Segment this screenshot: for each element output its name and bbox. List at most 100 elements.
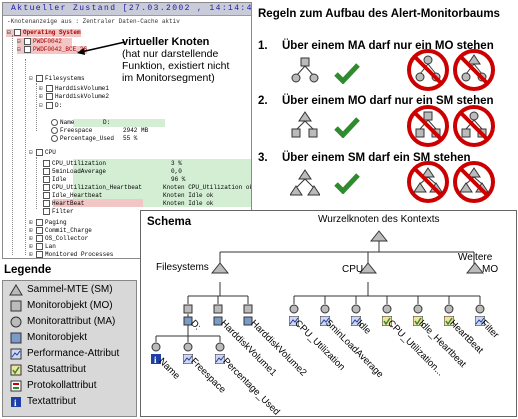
tree-row[interactable]: ⊟Operating System <box>7 29 81 37</box>
tree-row[interactable]: ⊞Monitored Processes <box>29 251 114 259</box>
monitorobject-icon <box>243 316 253 326</box>
mo-square-icon <box>243 304 253 314</box>
tree-row[interactable]: ⊞Paging <box>29 219 67 227</box>
tree-row-value: Knoten CPU_Utilization ok <box>163 184 252 191</box>
protocol-attribute-icon <box>10 380 22 392</box>
circle-icon <box>10 316 22 328</box>
monitorobject-icon <box>183 316 193 326</box>
tree-row-label: Idle_Heartbeat <box>52 192 103 200</box>
legend-label: Monitorobjekt <box>27 332 88 343</box>
legend-label: Protokollattribut <box>27 380 97 391</box>
prohibited-sm-over-sm-icon <box>407 161 449 203</box>
tree-row[interactable]: Name <box>51 119 74 127</box>
callout-line: (hat nur darstellende <box>122 48 219 60</box>
tree-line <box>36 157 37 209</box>
schema-cpu-label: CPU <box>342 264 364 275</box>
tree-row-label: D: <box>55 102 63 110</box>
tree-row[interactable]: ⊞Commit_Charge <box>29 227 92 235</box>
tree-header-bar: Aktueller Zustand [27.03.2002 , 14:14:49… <box>3 3 251 16</box>
tree-row-label: Idle <box>52 176 67 184</box>
schema-root-label: Wurzelknoten des Kontexts <box>318 214 440 225</box>
ma-circle-icon <box>215 342 225 352</box>
tree-row-label: Operating System <box>23 29 81 37</box>
tree-row[interactable]: Idle_Heartbeat <box>43 192 102 200</box>
node-icon <box>36 227 43 234</box>
highlight-operating-system <box>6 29 81 37</box>
rule-number: 3. <box>258 152 268 164</box>
tree-row-value: 3 % <box>171 160 182 167</box>
tree-row[interactable]: ⊞HarddiskVolume2 <box>39 93 110 101</box>
tree-row[interactable]: ⊟CPU <box>29 149 56 157</box>
highlight-detail-values <box>73 119 165 127</box>
node-icon <box>43 168 50 175</box>
triangle-icon <box>9 284 23 296</box>
tree-row[interactable]: Freespace <box>51 127 92 135</box>
tree-row-label: HarddiskVolume2 <box>55 93 110 101</box>
monitorobject-icon <box>10 332 22 344</box>
tree-row[interactable]: ⊟Filesystems <box>29 75 85 83</box>
legend-label: Textattribut <box>27 396 76 407</box>
rule-text: Über einem MO darf nur ein SM stehen <box>282 95 494 107</box>
performance-attribute-icon <box>10 348 22 360</box>
legend-label: Statusattribut <box>27 364 86 375</box>
legend-title: Legende <box>4 264 52 276</box>
tree-row[interactable]: Filter <box>43 208 74 216</box>
node-icon <box>36 149 43 156</box>
ma-circle-icon <box>413 304 423 314</box>
tree-row-value: Knoten Idle ok <box>163 192 214 199</box>
sm-over-mo-icon <box>291 111 318 138</box>
rule-number: 1. <box>258 40 268 52</box>
weitere-sm-triangle-icon <box>466 262 484 274</box>
node-icon <box>36 219 43 226</box>
node-icon <box>46 102 53 109</box>
tree-row[interactable]: ⊟PWDF0042_BCE_26 <box>17 46 88 54</box>
tree-row[interactable]: CPU_Utilization <box>43 160 106 168</box>
performance-attribute-icon <box>215 354 225 364</box>
node-icon <box>43 184 50 191</box>
check-icon <box>334 173 360 194</box>
attribute-icon <box>51 119 58 126</box>
tree-row[interactable]: 5minLoadAverage <box>43 168 106 176</box>
text-attribute-icon: i <box>11 397 21 408</box>
rule-number: 2. <box>258 95 268 107</box>
tree-row-value: 2942 MB <box>123 127 149 134</box>
tree-row-label: Freespace <box>60 127 93 135</box>
tree-row-label: Percentage_Used <box>60 135 115 143</box>
tree-row[interactable]: ⊟PWDF0042 <box>17 38 62 46</box>
tree-row-value: D: <box>103 119 111 126</box>
sm-over-sm-icon <box>290 169 320 196</box>
context-bar: -Knotenanzeige aus : Zentraler Daten-Cac… <box>7 18 180 25</box>
ma-circle-icon <box>289 304 299 314</box>
tree-row[interactable]: ⊟D: <box>39 102 63 110</box>
rule-text: Über einem MA darf nur ein MO stehen <box>282 40 494 52</box>
node-icon <box>36 251 43 258</box>
prohibited-sm-over-ma-icon <box>453 49 495 91</box>
tree-row-value: 96 % <box>171 176 186 183</box>
tree-row[interactable]: CPU_Utilization_Heartbeat <box>43 184 142 192</box>
status-attribute-icon <box>382 316 392 326</box>
node-icon <box>36 243 43 250</box>
highlight-filter <box>53 199 143 207</box>
status-attribute-icon <box>10 364 22 376</box>
tree-line <box>36 83 37 131</box>
tree-line <box>12 35 13 255</box>
root-sm-triangle-icon <box>370 230 388 242</box>
tree-row[interactable]: Percentage_Used <box>51 135 114 143</box>
tree-row[interactable]: Idle <box>43 176 66 184</box>
tree-row[interactable]: HeartBeat <box>43 200 84 208</box>
tree-row-label: Lan <box>45 243 56 251</box>
prohibited-mo-over-mo-icon <box>407 105 449 147</box>
ma-circle-icon <box>320 304 330 314</box>
schema-tree-lines <box>155 240 481 342</box>
node-icon <box>43 176 50 183</box>
performance-attribute-icon <box>289 316 299 326</box>
tree-row[interactable]: ⊞HarddiskVolume1 <box>39 85 110 93</box>
callout-line: im Monitorsegment) <box>122 72 215 84</box>
tree-row[interactable]: ⊞Lan <box>29 243 56 251</box>
tree-row[interactable]: ⊞OS_Collector <box>29 235 89 243</box>
tree-row-label: CPU_Utilization_Heartbeat <box>52 184 143 192</box>
schema-panel <box>140 210 517 417</box>
mo-over-ma-icon <box>291 57 319 83</box>
attribute-icon <box>51 127 58 134</box>
node-icon <box>14 29 21 36</box>
